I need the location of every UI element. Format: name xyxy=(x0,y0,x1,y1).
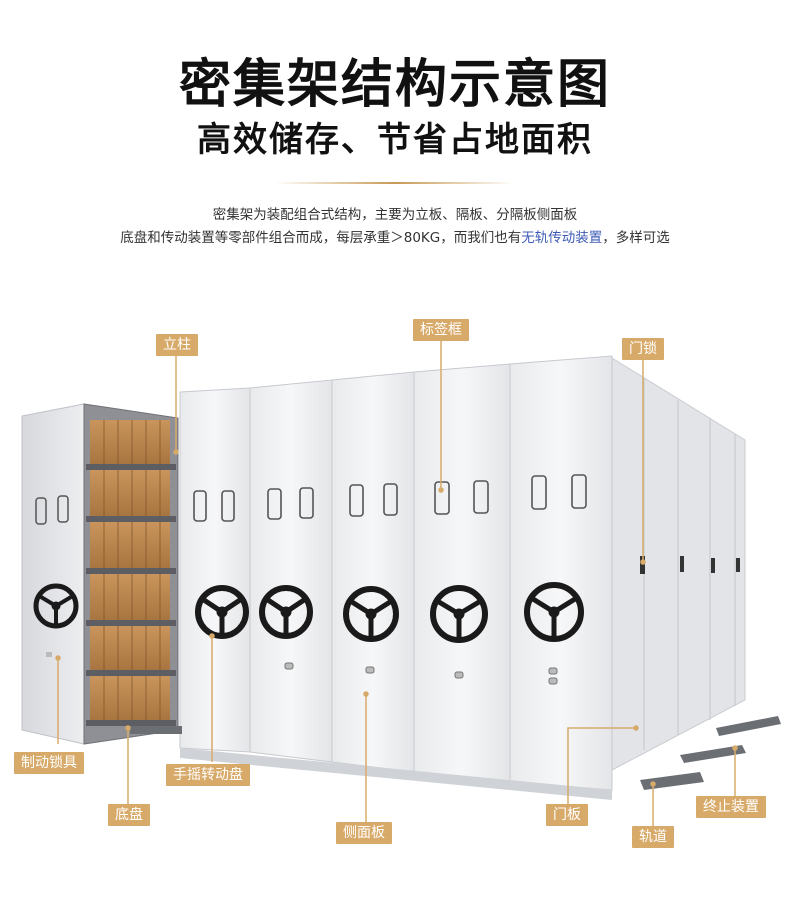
label-door-lock: 门锁 xyxy=(622,338,664,360)
label-hand-wheel: 手摇转动盘 xyxy=(166,764,250,786)
page-title: 密集架结构示意图 xyxy=(178,55,611,115)
label-label-frame: 标签框 xyxy=(413,319,469,341)
label-base: 底盘 xyxy=(108,804,150,826)
label-brake-lock: 制动锁具 xyxy=(14,752,84,774)
description-line-2: 底盘和传动装置等零部件组合而成，每层承重＞80KG，而我们也有无轨传动装置，多样… xyxy=(0,226,790,246)
hand-wheels xyxy=(195,582,584,643)
cabinet-base-strip xyxy=(180,748,612,800)
description-line-1: 密集架为装配组合式结构，主要为立板、隔板、分隔板侧面板 xyxy=(212,207,578,223)
description-text: 底盘和传动装置等零部件组合而成，每层承重＞80KG，而我们也有 xyxy=(120,230,522,246)
brake-locks xyxy=(284,662,558,685)
tracks xyxy=(130,716,781,790)
label-end-stop: 终止装置 xyxy=(696,796,766,818)
cabinet-front-panels xyxy=(179,355,613,791)
cabinet-right-side xyxy=(611,357,746,771)
label-side-panel: 侧面板 xyxy=(336,822,392,844)
label-frames xyxy=(193,474,587,522)
leader-lines xyxy=(55,341,738,826)
label-track: 轨道 xyxy=(632,826,674,848)
description-text-end: ，多样可选 xyxy=(602,230,670,246)
open-cabinet xyxy=(21,403,179,745)
label-door-panel: 门板 xyxy=(546,804,588,826)
description-highlight: 无轨传动装置 xyxy=(521,230,603,246)
label-column: 立柱 xyxy=(156,334,198,356)
title-divider xyxy=(275,182,515,184)
page-subtitle: 高效储存、节省占地面积 xyxy=(197,120,593,160)
